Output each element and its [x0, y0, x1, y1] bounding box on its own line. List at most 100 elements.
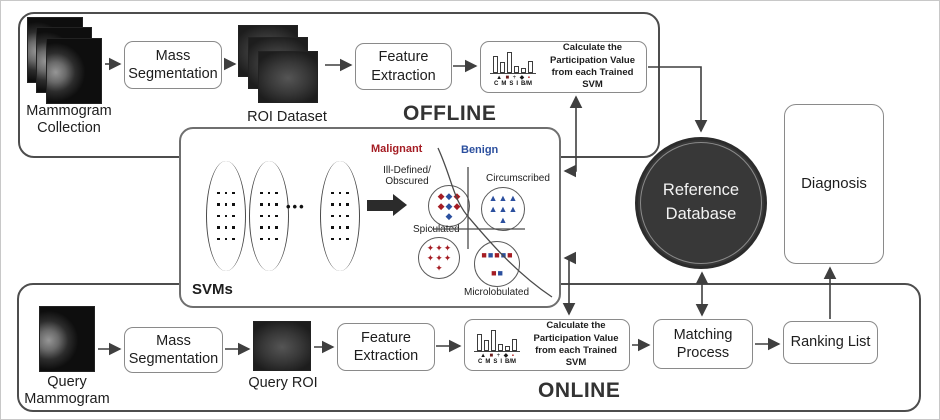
- dot: [346, 191, 349, 195]
- cluster-marker-icon: ✦: [426, 242, 435, 253]
- feature-extraction-box-online: Feature Extraction: [337, 323, 435, 371]
- dot: [224, 237, 228, 241]
- ill-defined-label: Ill-Defined/ Obscured: [377, 165, 437, 187]
- cluster-marker-icon: ▲: [508, 204, 518, 214]
- bar: [491, 330, 496, 351]
- dot-row: [260, 191, 278, 195]
- dot-row: [217, 214, 235, 218]
- mass-segmentation-box-offline: Mass Segmentation: [124, 41, 222, 89]
- malignant-label: Malignant: [371, 143, 423, 155]
- matching-process-box: Matching Process: [653, 319, 753, 369]
- legend-marker-icon: +: [496, 352, 501, 359]
- legend-marker-icon: ▪: [511, 352, 514, 359]
- dot: [346, 214, 349, 218]
- circumscribed-label: Circumscribed: [486, 173, 550, 184]
- dot: [224, 203, 228, 206]
- mammogram-image: [46, 38, 102, 104]
- reference-database-line2: Database: [665, 205, 737, 223]
- dot-row: [260, 214, 278, 218]
- dot: [275, 237, 278, 241]
- cluster-marker-icon: ✦: [443, 242, 452, 253]
- dot: [217, 237, 220, 241]
- cluster-marker-icon: ◆: [453, 200, 461, 211]
- cluster-marker-icon: ▲: [508, 193, 518, 203]
- bar: [498, 343, 503, 351]
- dot: [224, 191, 228, 195]
- dot: [338, 191, 342, 195]
- bar: [512, 339, 517, 351]
- dot: [260, 191, 263, 195]
- legend-marker-icon: ▲: [480, 352, 487, 359]
- transform-arrow-icon: [367, 194, 407, 216]
- ill-defined-label-line2: Obscured: [385, 176, 429, 187]
- dot: [224, 214, 228, 218]
- roi-image: [258, 51, 318, 103]
- spiculated-label: Spiculated: [413, 224, 460, 235]
- feature-extraction-box-offline: Feature Extraction: [355, 43, 452, 90]
- dot-row: [217, 237, 235, 241]
- dot: [331, 203, 334, 206]
- participation-marker-row: ▲■+◆▪: [496, 75, 530, 81]
- svm-vector-ellipse: [249, 161, 289, 271]
- dot-row: [260, 226, 278, 229]
- dot: [217, 226, 220, 229]
- dot-row: [217, 191, 235, 195]
- dot: [232, 203, 235, 206]
- cluster-marker-icon: ▲: [488, 193, 498, 203]
- dot: [232, 214, 235, 218]
- cluster-marker-icon: ■: [494, 250, 500, 261]
- cluster-marker-icon: ■: [491, 267, 497, 278]
- cluster-marker-icon: ■: [507, 250, 513, 261]
- dot-row: [260, 203, 278, 206]
- dot: [232, 226, 235, 229]
- dot: [338, 226, 342, 229]
- dot-row: [331, 214, 349, 218]
- dot: [275, 203, 278, 206]
- cluster-marker-icon: ◆: [437, 200, 445, 211]
- roi-dataset-label: ROI Dataset: [247, 109, 327, 125]
- cluster-ill-defined: ◆◆◆◆◆◆◆: [428, 185, 470, 227]
- legend-marker-icon: ◆: [503, 352, 509, 359]
- dot: [232, 237, 235, 241]
- mammogram-collection-stack: [27, 17, 115, 107]
- mammogram-collection-label: Mammogram Collection: [26, 103, 112, 137]
- dot-row: [331, 226, 349, 229]
- cluster-spiculated: ✦✦✦✦✦✦✦: [418, 237, 460, 279]
- cluster-marker-icon: ✦: [435, 263, 443, 274]
- dot-row: [260, 237, 278, 241]
- cluster-marker-icon: ◆: [445, 190, 453, 201]
- dot: [217, 191, 220, 195]
- offline-section-label: OFFLINE: [403, 102, 497, 125]
- cluster-marker-icon: ◆: [453, 190, 461, 201]
- cluster-marker-icon: ▲: [488, 204, 498, 214]
- legend-letter: M: [501, 80, 507, 87]
- participation-bars: [490, 48, 536, 74]
- dot: [338, 237, 342, 241]
- legend-letter: B/M: [505, 358, 517, 365]
- dot: [346, 203, 349, 206]
- dot: [275, 226, 278, 229]
- legend-marker-icon: ◆: [519, 74, 525, 81]
- cluster-marker-icon: ▲: [498, 193, 508, 203]
- bar: [528, 61, 533, 73]
- dot: [217, 214, 220, 218]
- dot: [267, 237, 271, 241]
- legend-marker-icon: ■: [505, 74, 510, 81]
- query-roi-label: Query ROI: [248, 375, 318, 391]
- bar: [514, 65, 519, 73]
- dot: [260, 203, 263, 206]
- dot: [267, 214, 271, 218]
- microlobulated-label: Microlobulated: [464, 287, 530, 298]
- dot: [217, 203, 220, 206]
- bar: [505, 345, 510, 351]
- online-section-label: ONLINE: [538, 379, 621, 402]
- cluster-marker-icon: ◆: [445, 200, 453, 211]
- legend-letter: I: [500, 358, 503, 365]
- dot: [275, 191, 278, 195]
- participation-text: Calculate the Participation Value from e…: [533, 320, 619, 369]
- dot: [260, 237, 263, 241]
